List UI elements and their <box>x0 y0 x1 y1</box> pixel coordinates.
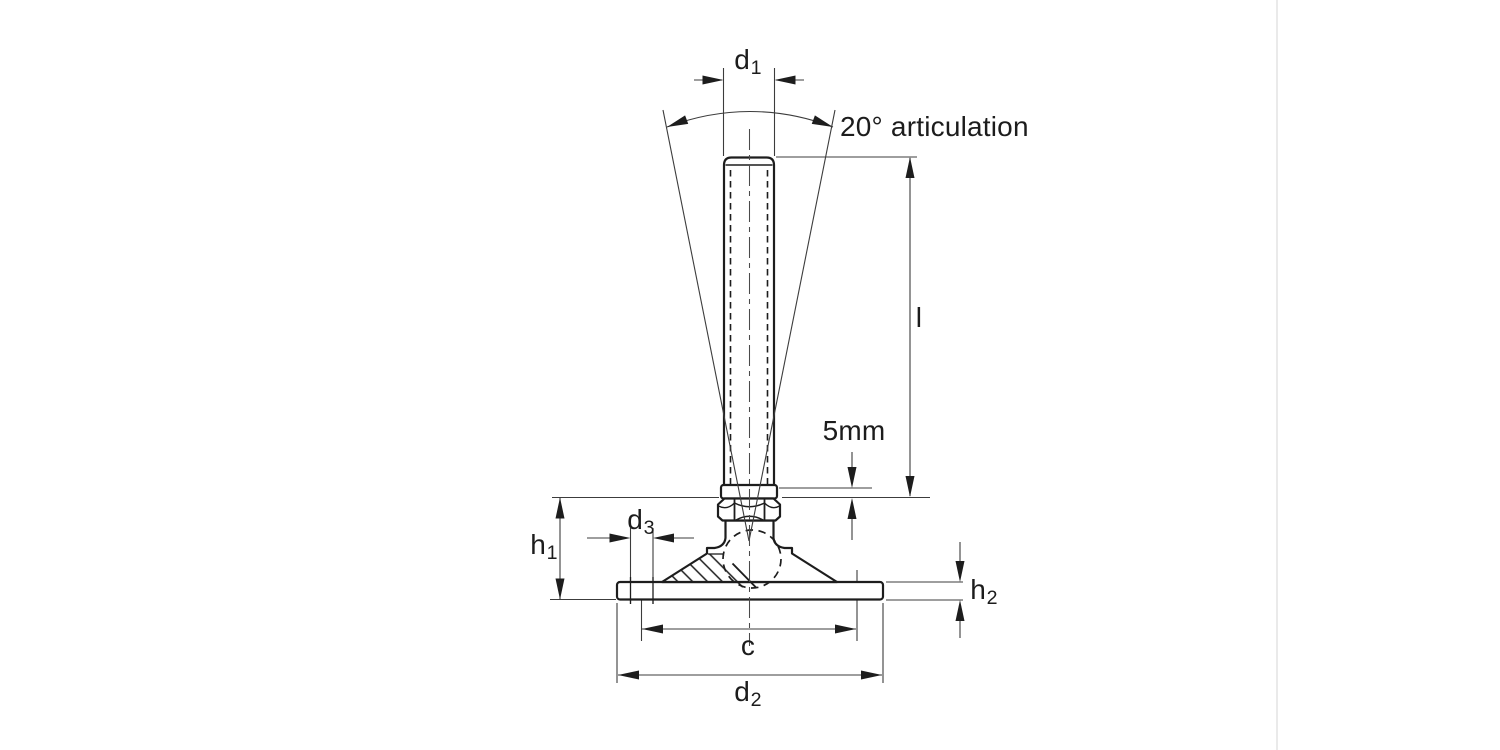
label-articulation: 20° articulation <box>840 111 1029 142</box>
label-c: c <box>740 630 756 661</box>
socket-cavity-edge <box>731 562 758 589</box>
ball-joint-circle <box>722 529 782 589</box>
label-h1: h1 <box>530 529 558 564</box>
mounting-hole-lines <box>629 577 654 604</box>
extension-lines <box>550 68 963 683</box>
label-d2: d2 <box>734 676 762 711</box>
section-hatch <box>663 553 758 589</box>
label-d3: d3 <box>627 504 655 539</box>
articulation-limit-lines <box>662 109 836 542</box>
label-h2: h2 <box>970 574 998 609</box>
label-d1: d1 <box>734 44 762 79</box>
label-5mm: 5mm <box>822 415 886 446</box>
thread-root-lines <box>729 170 769 484</box>
label-l: l <box>915 302 923 333</box>
articulation-arc <box>666 110 834 128</box>
